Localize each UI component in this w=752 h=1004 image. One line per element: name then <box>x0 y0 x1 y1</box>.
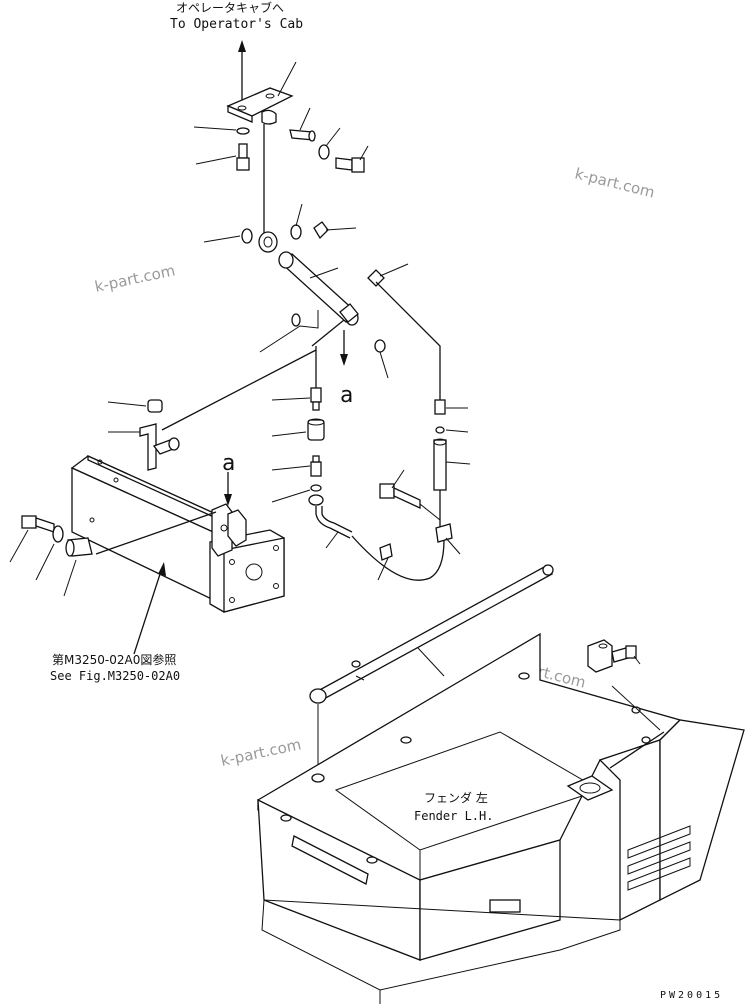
nut <box>313 221 329 240</box>
washer <box>374 339 386 353</box>
pin <box>289 129 316 142</box>
bolt <box>611 645 637 663</box>
fitting <box>310 387 322 411</box>
bolt <box>236 143 250 171</box>
arrow-up-icon <box>238 40 246 102</box>
washer <box>291 313 301 327</box>
cable <box>95 511 217 555</box>
hose <box>433 438 447 491</box>
o-ring <box>310 484 322 492</box>
cable <box>609 731 665 769</box>
view-label: a <box>222 451 235 476</box>
ball-joint <box>258 231 278 253</box>
cable <box>375 281 441 400</box>
clevis <box>211 503 247 557</box>
view-arrow-icon <box>340 330 348 366</box>
drawing-code: PW20015 <box>660 990 723 1001</box>
o-ring <box>435 426 445 434</box>
bracket <box>587 639 613 673</box>
fitting <box>434 399 446 415</box>
washer <box>241 228 253 244</box>
fender-body <box>257 632 745 1004</box>
fender-label-jp: フェンダ 左 <box>424 790 488 805</box>
washer <box>236 127 250 135</box>
washer <box>290 224 302 240</box>
fitting <box>310 455 322 477</box>
arrow-icon <box>158 562 166 576</box>
washer <box>318 144 330 160</box>
clamp <box>435 523 453 543</box>
bent-tube <box>308 494 353 539</box>
cable <box>161 349 317 431</box>
watermark: k-part.com <box>93 261 177 296</box>
gas-spring <box>309 564 554 704</box>
view-label: a <box>340 383 353 408</box>
cab-caption-en: To Operator's Cab <box>170 17 303 32</box>
nut <box>351 660 361 668</box>
pin <box>65 537 93 557</box>
washer <box>52 525 64 543</box>
bolt <box>21 515 55 533</box>
clamp <box>379 543 393 561</box>
reference-caption-en: See Fig.M3250-02A0 <box>50 669 180 683</box>
fitting <box>307 418 325 441</box>
bolt <box>335 157 365 173</box>
cab-caption-jp: オペレータキャブへ <box>176 0 284 15</box>
watermark: k-part.com <box>573 164 657 201</box>
cable <box>311 319 345 347</box>
fender-label-en: Fender L.H. <box>414 809 493 823</box>
bracket <box>139 423 157 471</box>
bolt <box>379 483 421 510</box>
view-arrow-icon <box>224 472 232 506</box>
watermark: k-part.com <box>219 735 303 770</box>
reference-caption-jp: 第M3250-02A0図参照 <box>52 652 176 667</box>
cable <box>351 535 445 581</box>
upper-bracket <box>226 87 294 125</box>
joint <box>339 303 359 323</box>
nut <box>147 399 163 413</box>
bolt <box>152 437 180 455</box>
rod-end <box>367 269 385 287</box>
